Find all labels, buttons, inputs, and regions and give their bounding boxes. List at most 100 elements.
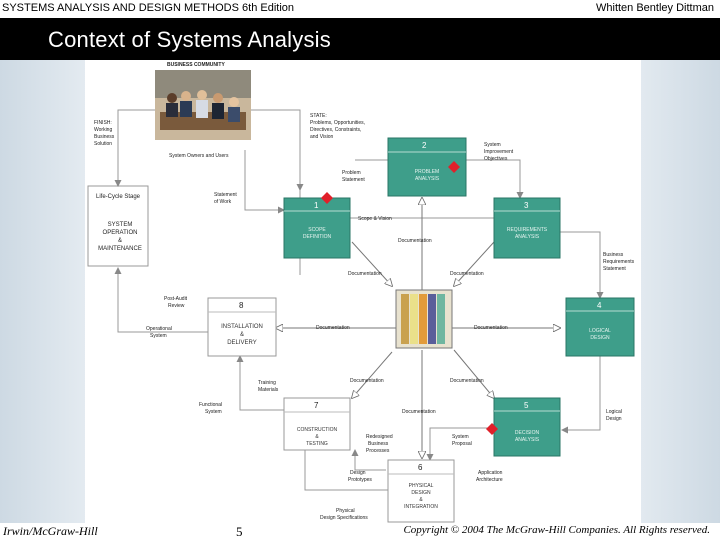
phase-5-line-1: DECISION — [515, 430, 540, 436]
post-audit-2: Review — [168, 303, 185, 309]
phase-8-box: 8 INSTALLATION & DELIVERY — [207, 297, 277, 357]
phase-7-box: 7 CONSTRUCTION & TESTING — [283, 397, 351, 451]
phase-7-line-2: & — [315, 434, 319, 440]
operational-system-2: System — [150, 333, 167, 339]
phase-7-num: 7 — [314, 401, 319, 410]
state-line-4: and Vision — [310, 134, 333, 140]
phase-1-box: 1 SCOPE DEFINITION — [283, 197, 351, 259]
book-title: SYSTEMS ANALYSIS AND DESIGN METHODS 6th … — [2, 2, 294, 14]
phase-8-line-2: & — [240, 332, 244, 338]
phase-6-line-4: INTEGRATION — [404, 504, 438, 510]
problem-statement-2: Statement — [342, 177, 365, 183]
documentation-left: Documentation — [316, 325, 350, 331]
system-operation-line-2: OPERATION — [103, 230, 138, 236]
app-arch-1: Application — [478, 470, 503, 476]
design-prototypes-1: Design — [350, 470, 366, 476]
phase-2-line-2: ANALYSIS — [415, 176, 440, 182]
logical-design-label-2: Design — [606, 416, 622, 422]
milestone-diamond-2 — [448, 161, 460, 173]
documentation-upper-left: Documentation — [348, 271, 382, 277]
system-operation-line-4: MAINTENANCE — [98, 246, 142, 252]
diagram-panel: BUSINESS COMMUNITY System Owners and Use… — [85, 60, 641, 525]
page-number: 5 — [236, 524, 243, 539]
phase-2-num: 2 — [422, 141, 427, 150]
phase-8-num: 8 — [239, 301, 244, 310]
functional-system-1: Functional — [199, 402, 222, 408]
system-proposal-1: System — [452, 434, 469, 440]
logical-design-label-1: Logical — [606, 409, 622, 415]
finish-line-4: Solution — [94, 141, 112, 147]
documentation-bottom: Documentation — [402, 409, 436, 415]
statement-of-work-2: of Work — [214, 199, 232, 205]
phase-5-box: 5 DECISION ANALYSIS — [493, 397, 561, 457]
training-materials-1: Training — [258, 380, 276, 386]
phase-3-line-2: ANALYSIS — [515, 234, 540, 240]
header-bar: SYSTEMS ANALYSIS AND DESIGN METHODS 6th … — [0, 0, 720, 18]
footer: Irwin/McGraw-Hill 5 Copyright © 2004 The… — [0, 523, 720, 540]
documentation-lower-right: Documentation — [450, 378, 484, 384]
repository-hub — [395, 289, 453, 349]
phase-1-line-1: SCOPE — [308, 227, 326, 233]
phase-8-line-3: DELIVERY — [227, 340, 257, 346]
documentation-top: Documentation — [398, 238, 432, 244]
lifecycle-stage-box — [87, 185, 149, 267]
scope-vision-label: Scope & Vision — [358, 216, 392, 222]
documentation-lower-left: Documentation — [350, 378, 384, 384]
phase-6-line-3: & — [419, 497, 423, 503]
phase-5-line-2: ANALYSIS — [515, 437, 540, 443]
business-req-1: Business — [603, 252, 624, 258]
documentation-right: Documentation — [474, 325, 508, 331]
phase-1-num: 1 — [314, 201, 319, 210]
state-line-3: Directives, Constraints, — [310, 127, 361, 133]
system-proposal-2: Proposal — [452, 441, 472, 447]
phase-4-line-1: LOGICAL — [589, 328, 611, 334]
milestone-diamond-1 — [321, 192, 333, 204]
documentation-upper-right: Documentation — [450, 271, 484, 277]
problem-statement-1: Problem — [342, 170, 361, 176]
app-arch-2: Architecture — [476, 477, 503, 483]
copyright: Copyright © 2004 The McGraw-Hill Compani… — [403, 524, 710, 536]
context-diagram: BUSINESS COMMUNITY System Owners and Use… — [87, 62, 635, 523]
milestone-diamond-3 — [486, 423, 498, 435]
business-community-label: BUSINESS COMMUNITY — [167, 62, 225, 68]
business-req-3: Statement — [603, 266, 626, 272]
training-materials-2: Materials — [258, 387, 279, 393]
phase-6-line-2: DESIGN — [411, 490, 431, 496]
statement-of-work-1: Statement — [214, 192, 237, 198]
redesigned-3: Processes — [366, 448, 390, 454]
phase-6-line-1: PHYSICAL — [409, 483, 434, 489]
design-prototypes-2: Prototypes — [348, 477, 372, 483]
finish-line-3: Business — [94, 134, 115, 140]
phase-7-line-1: CONSTRUCTION — [297, 427, 338, 433]
redesigned-1: Redesigned — [366, 434, 393, 440]
business-req-2: Requirements — [603, 259, 635, 265]
functional-system-2: System — [205, 409, 222, 415]
system-improvement-3: Objectives — [484, 156, 508, 162]
system-improvement-1: System — [484, 142, 501, 148]
physical-specs-2: Design Specifications — [320, 515, 368, 521]
phase-3-line-1: REQUIREMENTS — [507, 227, 548, 233]
finish-line-1: FINISH: — [94, 120, 112, 126]
business-community-photo — [155, 70, 251, 140]
state-line-1: STATE: — [310, 113, 327, 119]
phase-7-line-3: TESTING — [306, 441, 328, 447]
title-bar: Context of Systems Analysis — [0, 18, 720, 60]
physical-specs-1: Physical — [336, 508, 355, 514]
publisher: Irwin/McGraw-Hill — [3, 524, 98, 538]
finish-line-2: Working — [94, 127, 112, 133]
slide-title: Context of Systems Analysis — [48, 27, 331, 52]
system-owners-users-label: System Owners and Users — [169, 153, 229, 159]
phase-4-box: 4 LOGICAL DESIGN — [565, 297, 635, 357]
phase-3-box: 3 REQUIREMENTS ANALYSIS — [493, 197, 561, 259]
phase-4-num: 4 — [597, 301, 602, 310]
system-operation-line-3: & — [118, 238, 122, 244]
phase-8-line-1: INSTALLATION — [221, 324, 263, 330]
phase-3-num: 3 — [524, 201, 529, 210]
operational-system-1: Operational — [146, 326, 172, 332]
lifecycle-stage-label: Life-Cycle Stage — [96, 194, 141, 200]
phase-6-num: 6 — [418, 463, 423, 472]
system-improvement-2: Improvement — [484, 149, 514, 155]
phase-4-line-2: DESIGN — [590, 335, 610, 341]
phase-2-line-1: PROBLEM — [415, 169, 439, 175]
phase-6-box: 6 PHYSICAL DESIGN & INTEGRATION — [387, 459, 455, 523]
